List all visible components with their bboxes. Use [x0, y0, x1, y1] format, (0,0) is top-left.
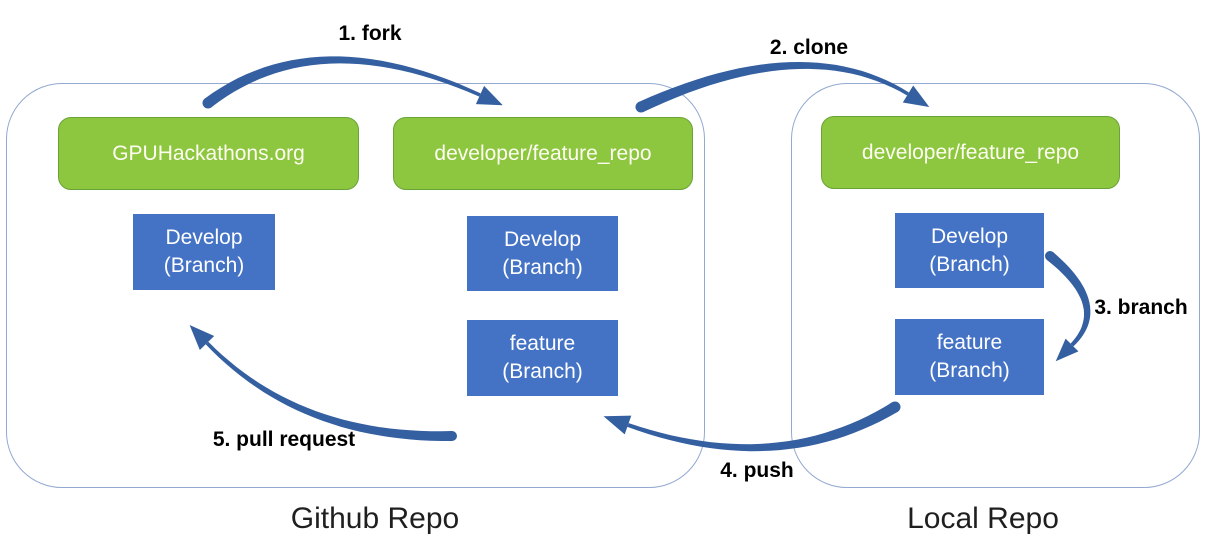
step-label-fork: 1. fork — [338, 22, 402, 45]
branch-kind: (Branch) — [929, 252, 1010, 276]
upstream-repo-label: GPUHackathons.org — [112, 141, 305, 165]
step-label-branch: 3. branch — [1094, 296, 1188, 319]
local-repo-container — [791, 83, 1200, 488]
local-clone-repo-label: developer/feature_repo — [861, 140, 1080, 164]
github-fork-develop-branch-node: Develop (Branch) — [467, 216, 618, 291]
github-fork-feature-branch-node: feature (Branch) — [467, 320, 618, 396]
github-repo-caption: Github Repo — [290, 502, 460, 535]
branch-name: Develop — [503, 227, 582, 251]
github-fork-repo-label: developer/feature_repo — [434, 141, 652, 165]
branch-name: Develop — [165, 226, 243, 250]
github-fork-repo-node: developer/feature_repo — [393, 117, 693, 190]
local-develop-branch-node: Develop (Branch) — [895, 213, 1044, 288]
branch-kind: (Branch) — [163, 254, 245, 277]
step-label-push: 4. push — [720, 459, 794, 482]
branch-kind: (Branch) — [502, 255, 583, 279]
branch-kind: (Branch) — [502, 360, 583, 383]
branch-name: Develop — [930, 224, 1009, 248]
branch-kind: (Branch) — [929, 359, 1010, 382]
local-feature-branch-node: feature (Branch) — [895, 319, 1044, 395]
branch-name: feature — [936, 331, 1003, 355]
step-label-pull-request: 5. pull request — [212, 428, 356, 451]
step-label-clone: 2. clone — [769, 36, 849, 59]
local-repo-caption: Local Repo — [907, 502, 1059, 535]
upstream-repo-node: GPUHackathons.org — [58, 117, 359, 190]
upstream-develop-branch-node: Develop (Branch) — [133, 214, 275, 290]
local-clone-repo-node: developer/feature_repo — [821, 116, 1120, 189]
branch-name: feature — [509, 332, 576, 356]
